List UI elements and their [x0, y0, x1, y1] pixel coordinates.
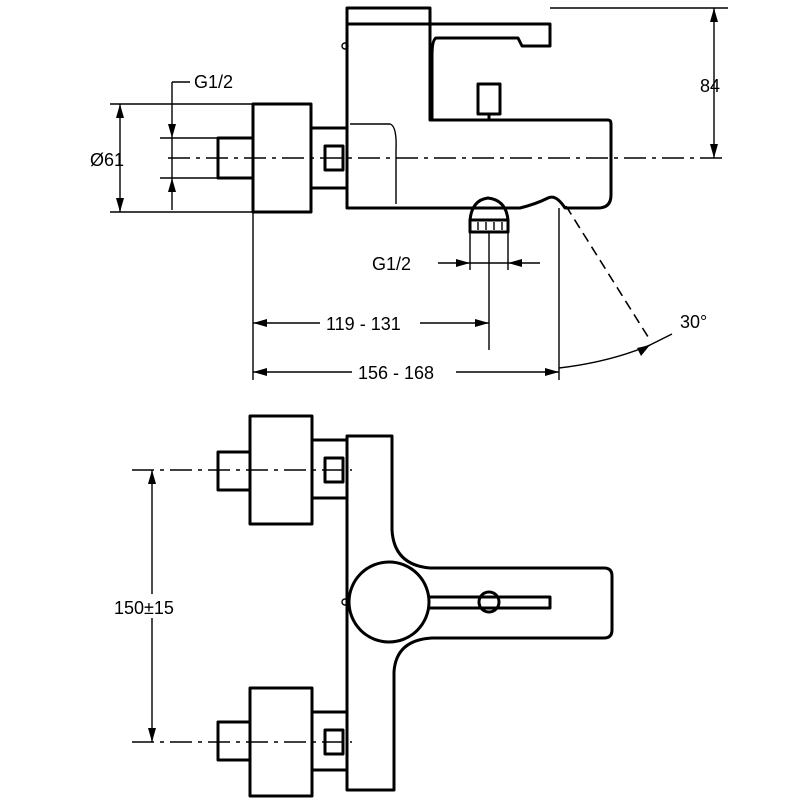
inlet-stub [216, 136, 255, 180]
inlet-thread-label: G1/2 [194, 72, 233, 92]
connector-nut-inner [323, 144, 345, 172]
lever-handle [345, 22, 552, 122]
height-label: 84 [700, 76, 720, 96]
top-body [345, 434, 614, 792]
top-view: 150±15 [110, 414, 614, 798]
body-inner-line [350, 123, 397, 204]
lower-inlet-stub [216, 720, 252, 762]
side-view: Ø61 G1/2 84 G1/2 119 - 131 [90, 6, 728, 383]
spout-distance-long-label: 156 - 168 [358, 363, 434, 383]
spout-distance-short-label: 119 - 131 [326, 314, 401, 334]
top-diverter [477, 590, 501, 614]
upper-inlet-stub [216, 450, 252, 492]
spout-angle-line [565, 205, 651, 341]
diameter-label: Ø61 [90, 150, 124, 170]
spout-angle-label: 30° [680, 312, 707, 332]
handle-disc [347, 560, 431, 644]
inlet-spacing-label: 150±15 [114, 598, 174, 618]
outlet-thread-label: G1/2 [372, 254, 411, 274]
mixer-body [345, 6, 613, 210]
handle-lever [427, 595, 552, 610]
outlet-nut [468, 196, 510, 222]
